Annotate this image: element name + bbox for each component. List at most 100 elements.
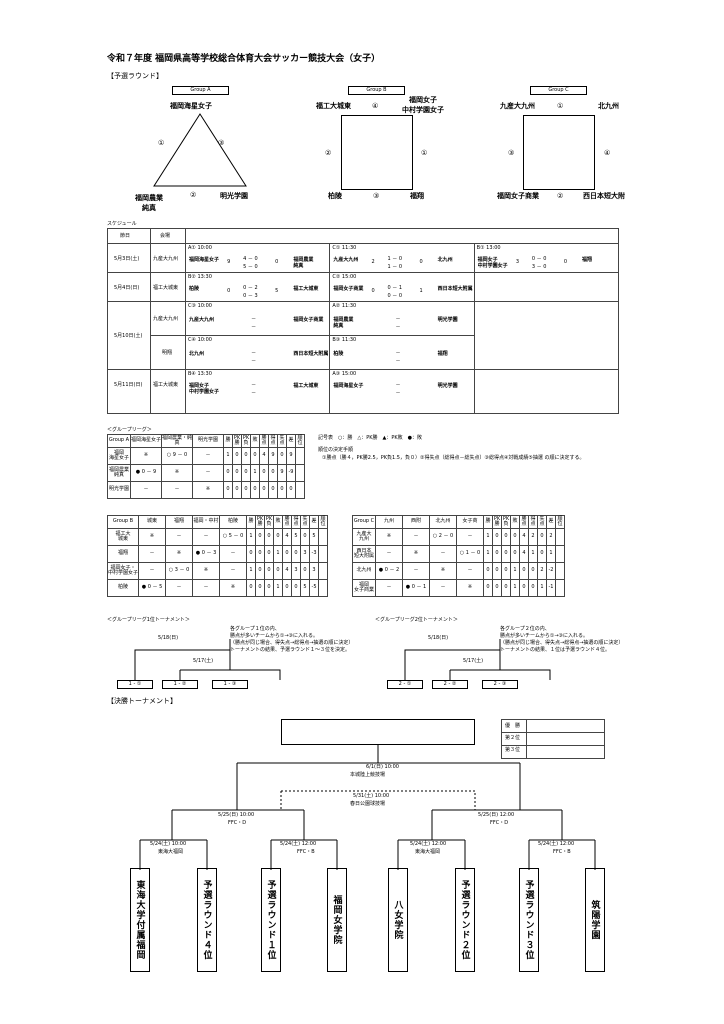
league-result-cell: ● 0 － 3 [192,545,221,563]
league-stat-cell: 0 [519,562,529,580]
final-bracket [139,745,596,870]
league-stat-cell [295,447,305,465]
rank-brackets [134,639,551,680]
rank1-slot-3: 1 - ③ [212,680,248,689]
group-c-tr-team: 北九州 [598,102,619,110]
league-stat-header: 得点 [268,434,278,448]
match-dash: － [251,358,257,364]
league-legend: 記号表 ○：勝 △：PK勝 ▲：PK敗 ●：敗 [318,435,423,441]
match-dash: － [251,389,257,396]
league-stat-cell: 1 [273,579,284,597]
league-stat-cell: 0 [255,528,266,546]
league-stat-cell: 5 [291,528,302,546]
league-stat-header: 勝点 [259,434,269,448]
match-number: A① 10:00 [188,245,212,251]
league-stat-cell: 4 [282,562,293,580]
group-a-n3: ③ [218,139,225,147]
league-stat-cell: 0 [501,562,511,580]
league-result-cell: － [219,562,248,580]
match-dash: － [251,350,257,356]
r1-3-venue: 東海大福岡 [415,849,441,855]
league-stat-cell: 0 [291,579,302,597]
team-box-7: 予選ラウンド３位 [519,868,539,972]
league-row-team: 福岡 海星女子 [107,447,131,465]
match-dash: － [251,316,257,322]
league-stat-cell: 4 [259,447,269,465]
league-stat-cell: 0 [246,545,257,563]
match-half2: 0 － 3 [243,292,258,299]
group-a-n2: ② [190,191,197,199]
league-stat-cell: 0 [528,579,538,597]
league-row-team: 福岡女子・ 中村学園女子 [106,562,140,580]
league-stat-cell: 0 [501,579,511,597]
league-col-team: 女子商 [456,515,484,529]
league-stat-header: 敗 [510,515,520,529]
schedule-venue: 福工大城東 [153,381,179,388]
league-stat-cell: 1 [537,579,547,597]
league-stat-cell: 1 [510,579,520,597]
group-a-top-team: 福岡海星女子 [170,102,212,110]
league-result-cell: － [161,481,193,499]
group-a-triangle [153,113,247,187]
match-number: C③ 10:00 [188,303,212,309]
r1-2-venue: FFC・B [297,849,315,855]
league-result-cell: ● 0 － 2 [375,562,403,580]
league-col-team: 福岡海星女子 [130,434,162,448]
group-c-tl-team: 九産大九州 [500,102,535,110]
league-stat-cell: 0 [264,545,275,563]
match-half1: 0 － 2 [243,284,258,291]
match-home-score: 2 [371,258,375,265]
league-col-team: 西附 [402,515,430,529]
league-stat-header: 差 [546,515,556,529]
league-stat-cell: 0 [223,464,233,482]
match-home-score: 9 [227,258,231,265]
league-result-cell: ● 0 － 9 [130,464,162,482]
match-half2: 3 － 0 [531,263,547,270]
league-result-cell: ※ [456,579,484,597]
league-stat-header: 敗 [250,434,260,448]
league-result-cell: － [402,562,430,580]
group-a-label: Group A [172,86,229,95]
league-stat-cell: 1 [250,464,260,482]
league-result-cell: － [192,447,224,465]
schedule-date: 5月11日(日) [114,381,143,388]
result-winner: 優 勝 [505,723,521,729]
team-box-6: 予選ラウンド２位 [455,868,475,972]
match-half1: 4 － 0 [243,255,258,262]
qf-right-date: 5/25(日) 12:00 [478,812,515,818]
group-c-n4: ④ [604,149,611,157]
match-number: C① 11:30 [332,245,357,251]
league-result-cell: － [165,579,194,597]
league-stat-cell: 1 [546,545,556,563]
match-number: B② 13:30 [188,274,212,280]
league-stat-cell: 0 [537,545,547,563]
league-stat-header: PK負 [241,434,251,448]
league-stat-cell: 1 [246,562,257,580]
league-result-cell: ○ 1 － 0 [456,545,484,563]
league-stat-header: PK負 [501,515,511,529]
league-stat-cell: 1 [483,528,493,546]
league-stat-cell: 2 [537,562,547,580]
league-stat-header: 勝 [223,434,233,448]
league-stat-cell [318,528,329,546]
match-half2: 1 － 0 [387,263,403,270]
league-result-cell: ○ 2 － 0 [429,528,457,546]
league-result-cell: － [456,562,484,580]
r1-4-venue: FFC・B [553,849,571,855]
qf-right-venue: FFC・D [490,820,509,826]
match-home: 福岡女子 中村学園女子 [477,256,508,269]
league-stat-cell: 0 [255,562,266,580]
league-result-cell: ※ [429,562,457,580]
league-stat-cell: 0 [492,545,502,563]
league-result-cell: － [429,579,457,597]
league-stat-cell: -9 [286,464,296,482]
league-result-cell: － [456,528,484,546]
league-col-team: 明光学園 [192,434,224,448]
results-table: 優 勝 第２位 第３位 [501,719,605,759]
match-away-score: 0 [275,258,279,265]
match-dash: － [395,381,401,388]
league-result-cell: ※ [161,464,193,482]
league-stat-header: 勝点 [519,515,529,529]
league-stat-cell: 2 [546,528,556,546]
group-a-left-team: 福岡農業 純真 [135,194,163,212]
